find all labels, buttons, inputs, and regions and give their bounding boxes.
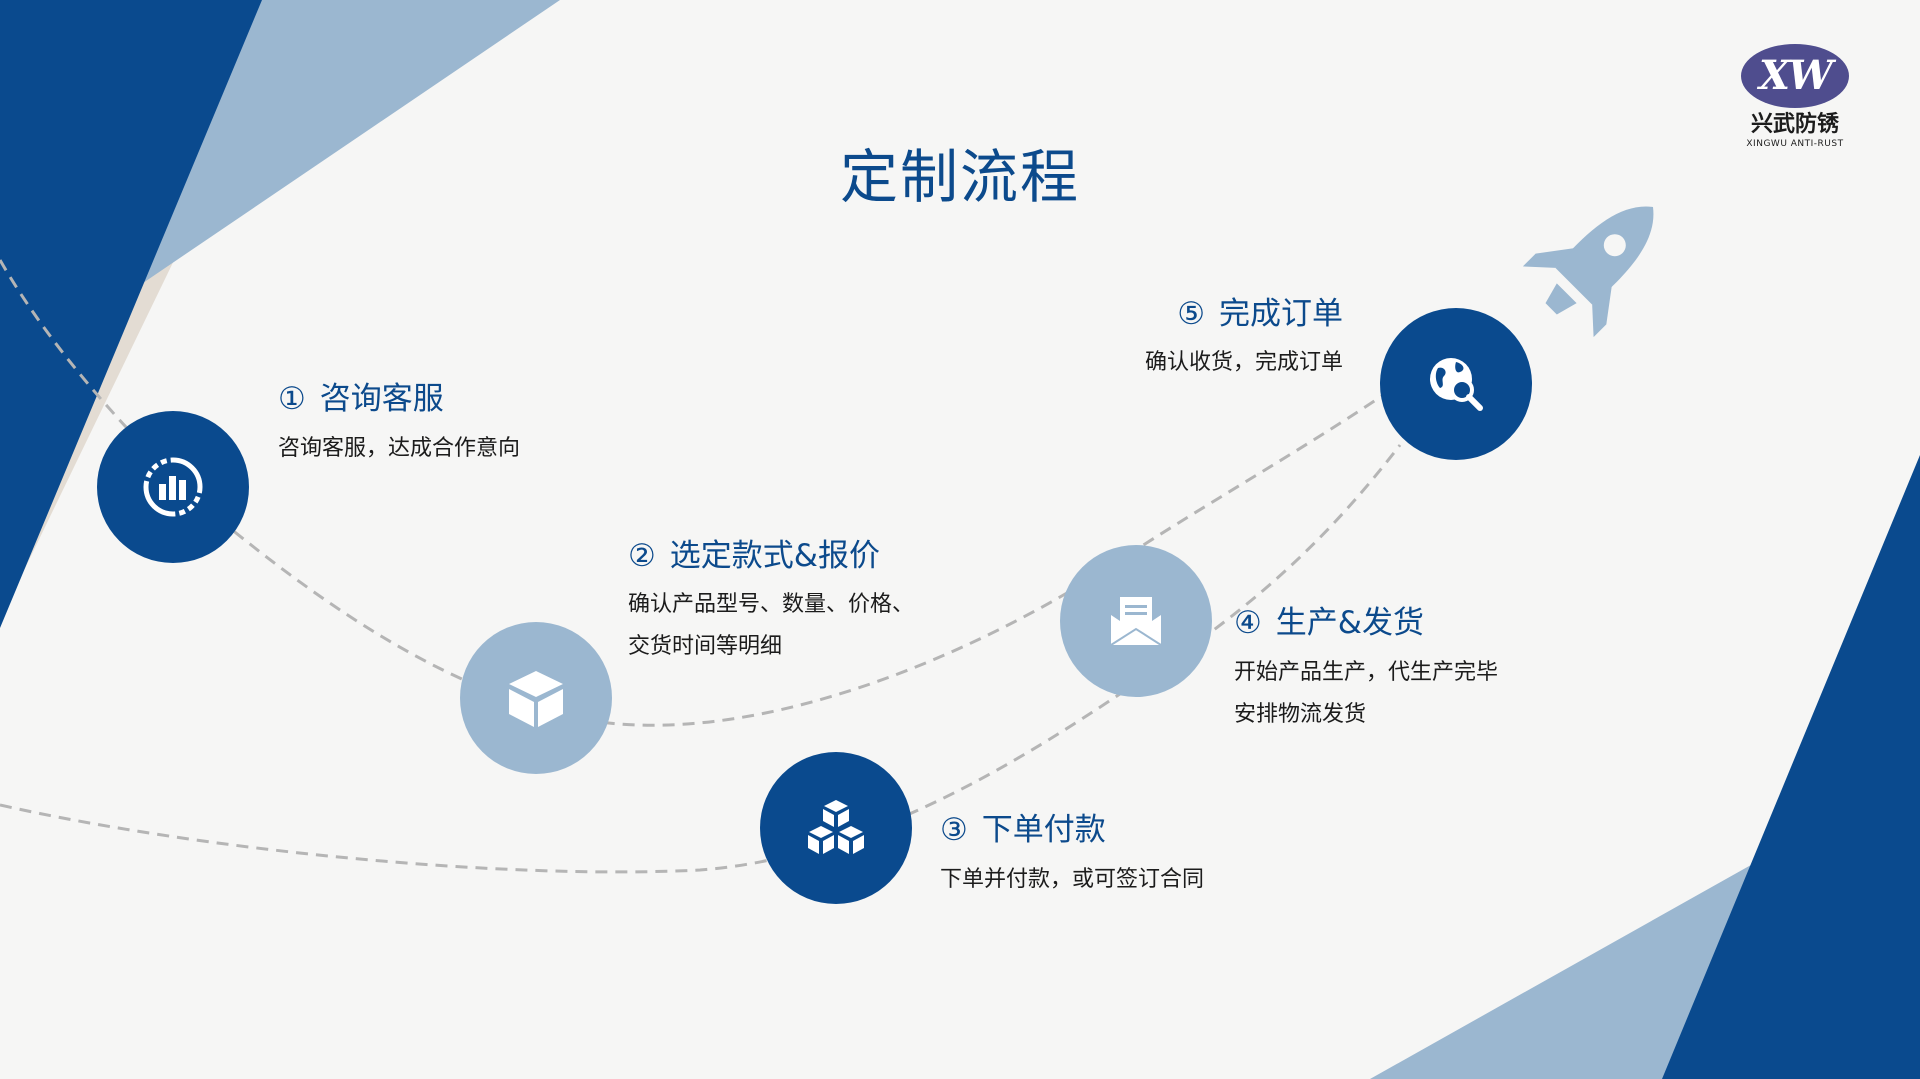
- step-3-title: ③ 下单付款: [940, 810, 1106, 850]
- step-4-desc-line-2: 安排物流发货: [1234, 702, 1367, 727]
- step-1-desc: 咨询客服，达成合作意向: [278, 428, 520, 470]
- step-4-title: ④ 生产&发货: [1234, 603, 1424, 643]
- step-2-node: [460, 622, 612, 774]
- page-title: 定制流程: [839, 143, 1080, 211]
- bottom-right-dark-shape: [1662, 455, 1920, 1079]
- step-1-title: ① 咨询客服: [278, 379, 444, 419]
- step-2-title: ② 选定款式&报价: [628, 536, 880, 576]
- step-4-number: ④: [1234, 605, 1262, 641]
- step-4-desc-line-1: 开始产品生产，代生产完毕: [1234, 660, 1499, 685]
- step-2-desc-line-2: 交货时间等明细: [628, 634, 783, 659]
- logo-name-cn: 兴武防锈: [1750, 112, 1839, 137]
- step-3-title-text: 下单付款: [981, 812, 1106, 848]
- top-left-dark-shape: [0, 0, 262, 628]
- step-2-desc-line-1: 确认产品型号、数量、价格、: [628, 592, 915, 617]
- step-1-desc-line-1: 咨询客服，达成合作意向: [278, 436, 521, 461]
- step-5-node: [1380, 308, 1532, 460]
- logo-name-en: XINGWU ANTI-RUST: [1746, 139, 1844, 149]
- step-3-desc: 下单并付款，或可签订合同: [940, 859, 1204, 901]
- step-5-title: ⑤ 完成订单: [1177, 294, 1343, 334]
- step-2-desc: 确认产品型号、数量、价格、 交货时间等明细: [628, 584, 914, 668]
- step-5-desc: 确认收货，完成订单: [1145, 342, 1343, 384]
- dashed-path-lower: [0, 444, 1402, 874]
- step-2-number: ②: [628, 538, 656, 574]
- globe-search-icon: [1430, 358, 1483, 411]
- stacked-cubes-icon: [808, 800, 864, 854]
- step-1-node: [97, 411, 249, 563]
- step-5-number: ⑤: [1177, 296, 1205, 332]
- chart-cycle-icon: [143, 457, 203, 517]
- step-3-number: ③: [940, 812, 968, 848]
- logo-badge: XW: [1741, 44, 1849, 108]
- cube-icon: [509, 671, 563, 727]
- step-1-number: ①: [278, 381, 306, 417]
- rocket-icon: [1522, 206, 1654, 338]
- step-4-title-text: 生产&发货: [1275, 605, 1424, 641]
- step-5-desc-line-1: 确认收货，完成订单: [1144, 350, 1343, 375]
- company-logo: XW 兴武防锈 XINGWU ANTI-RUST: [1730, 44, 1860, 150]
- step-1-title-text: 咨询客服: [319, 381, 444, 417]
- step-5-title-text: 完成订单: [1219, 296, 1343, 332]
- step-3-desc-line-1: 下单并付款，或可签订合同: [940, 867, 1205, 892]
- step-3-node: [760, 752, 912, 904]
- step-4-desc: 开始产品生产，代生产完毕 安排物流发货: [1234, 652, 1498, 736]
- step-4-node: [1060, 545, 1212, 697]
- envelope-icon: [1110, 597, 1162, 646]
- step-2-title-text: 选定款式&报价: [669, 538, 880, 574]
